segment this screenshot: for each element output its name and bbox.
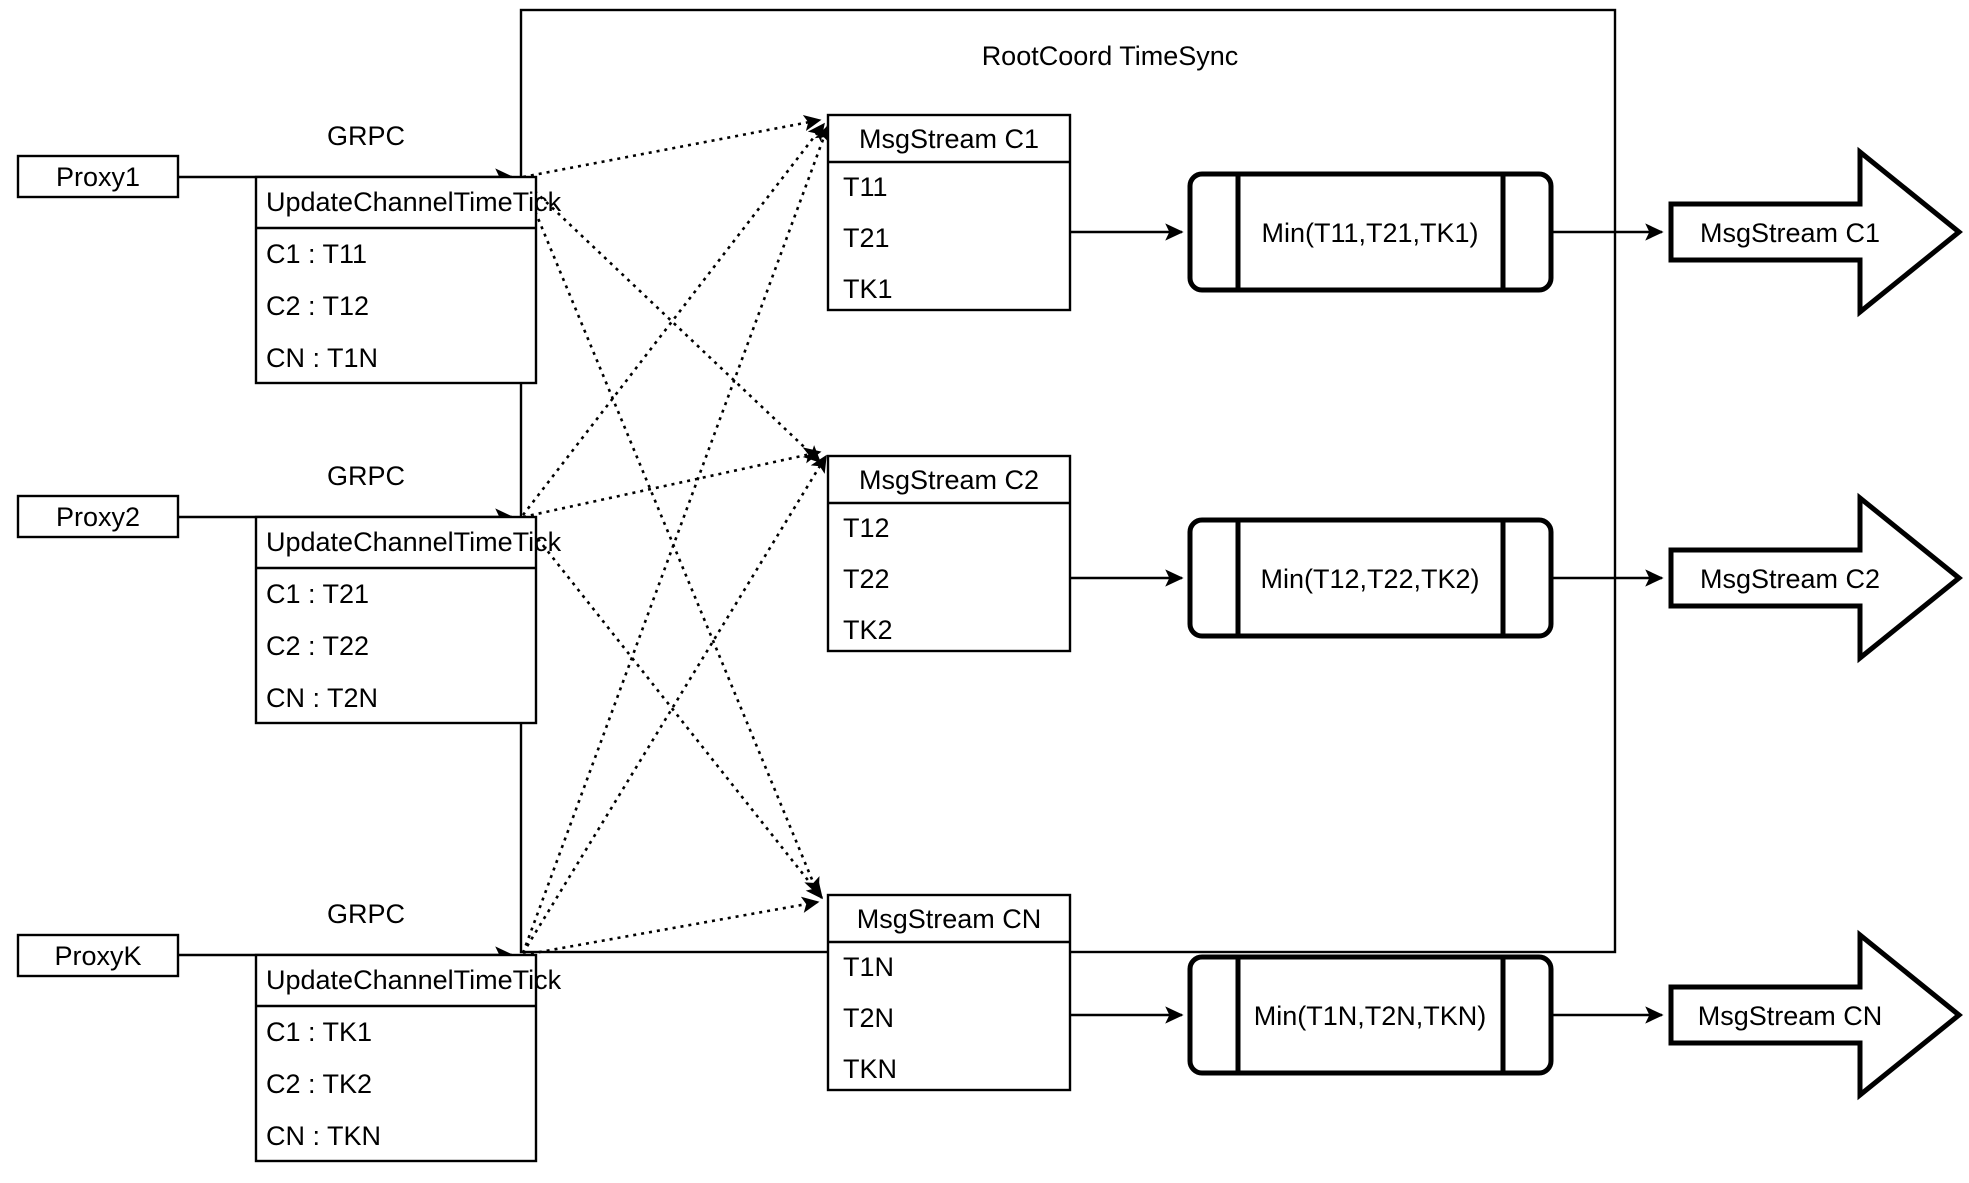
output-arrow-cn — [1668, 929, 1963, 1101]
dispatch-pk-c2 — [521, 454, 828, 954]
request-row-2-1: C2 : T22 — [266, 631, 369, 661]
msgstream-row-c1-1: T21 — [843, 223, 890, 253]
request-row-k-1: C2 : TK2 — [266, 1069, 372, 1099]
request-header-1: UpdateChannelTimeTick — [266, 187, 562, 217]
request-row-1-2: CN : T1N — [266, 343, 378, 373]
request-row-k-2: CN : TKN — [266, 1121, 381, 1151]
dispatch-pk-c1 — [521, 124, 831, 954]
min-label-cn: Min(T1N,T2N,TKN) — [1254, 1001, 1487, 1031]
request-box-1 — [254, 175, 538, 385]
dispatch-pk-cn — [522, 896, 820, 957]
min-process-box-c1 — [1187, 171, 1554, 293]
min-process-box-c2 — [1187, 517, 1554, 639]
msgstream-header-c2: MsgStream C2 — [859, 465, 1039, 495]
proxy-box-k[interactable] — [16, 933, 180, 978]
msgstream-row-cn-1: T2N — [843, 1003, 894, 1033]
output-arrow-c1 — [1668, 146, 1963, 318]
rootcoord-title: RootCoord TimeSync — [982, 41, 1239, 71]
msgstream-box-c2 — [826, 454, 1072, 653]
min-process-box-cn — [1187, 954, 1554, 1076]
msgstream-row-c1-0: T11 — [843, 172, 888, 202]
msgstream-header-cn: MsgStream CN — [857, 904, 1042, 934]
request-row-1-0: C1 : T11 — [266, 239, 367, 269]
request-box-2 — [254, 515, 538, 725]
msgstream-header-c1: MsgStream C1 — [859, 124, 1039, 154]
msgstream-box-c1 — [826, 113, 1072, 312]
proxy-box-2[interactable] — [16, 494, 180, 539]
grpc-label-1: GRPC — [327, 121, 405, 151]
msgstream-row-cn-2: TKN — [843, 1054, 897, 1084]
msgstream-row-c1-2: TK1 — [843, 274, 893, 304]
dispatch-p1-c1 — [522, 114, 822, 179]
request-row-2-0: C1 : T21 — [266, 579, 369, 609]
min-label-c2: Min(T12,T22,TK2) — [1260, 564, 1479, 594]
proxy-label-k: ProxyK — [54, 941, 141, 971]
request-row-2-2: CN : T2N — [266, 683, 378, 713]
dispatch-p2-c1 — [521, 122, 826, 516]
request-header-2: UpdateChannelTimeTick — [266, 527, 562, 557]
request-header-k: UpdateChannelTimeTick — [266, 965, 562, 995]
request-box-k — [254, 953, 538, 1163]
dispatch-p2-c2 — [522, 447, 822, 519]
msgstream-row-cn-0: T1N — [843, 952, 894, 982]
output-label-c2: MsgStream C2 — [1700, 564, 1880, 594]
proxy-label-1: Proxy1 — [56, 162, 140, 192]
msgstream-row-c2-0: T12 — [843, 513, 890, 543]
output-label-c1: MsgStream C1 — [1700, 218, 1880, 248]
msgstream-row-c2-1: T22 — [843, 564, 890, 594]
min-label-c1: Min(T11,T21,TK1) — [1261, 218, 1478, 248]
proxy-box-1[interactable] — [16, 154, 180, 199]
proxy-label-2: Proxy2 — [56, 502, 140, 532]
request-row-k-0: C1 : TK1 — [266, 1017, 372, 1047]
msgstream-box-cn — [826, 893, 1072, 1092]
msgstream-row-c2-2: TK2 — [843, 615, 893, 645]
output-label-cn: MsgStream CN — [1698, 1001, 1883, 1031]
output-arrow-c2 — [1668, 492, 1963, 664]
dispatch-p2-cn — [521, 519, 824, 900]
request-row-1-1: C2 : T12 — [266, 291, 369, 321]
dispatch-p1-cn — [521, 181, 820, 896]
grpc-label-k: GRPC — [327, 899, 405, 929]
grpc-label-2: GRPC — [327, 461, 405, 491]
